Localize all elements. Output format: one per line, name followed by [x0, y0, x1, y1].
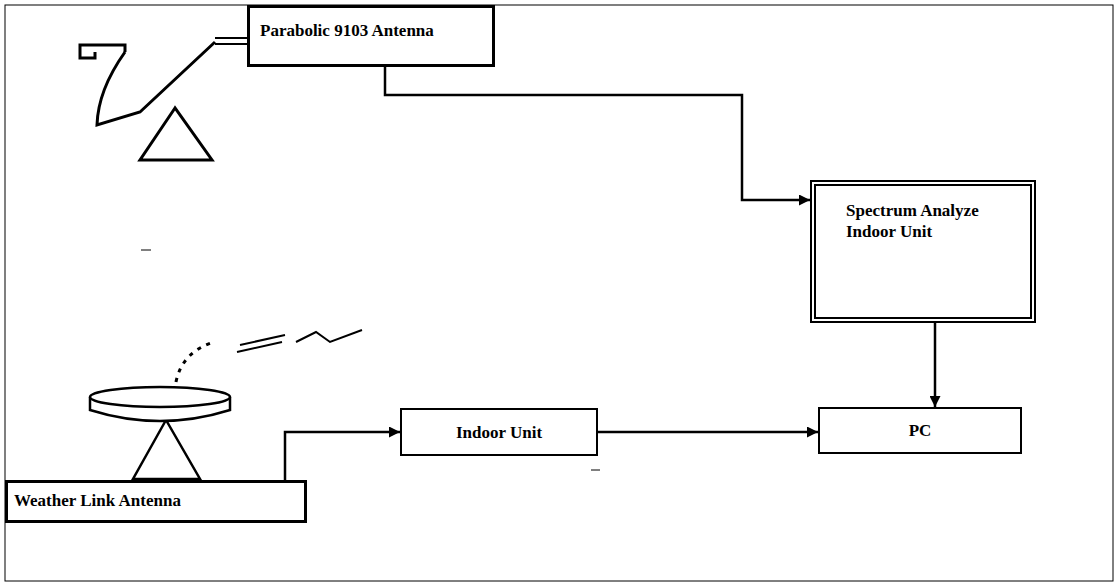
signal-connector [285, 432, 400, 480]
signal-wave [240, 335, 285, 345]
node-label: Indoor Unit [456, 422, 542, 443]
pc-box: PC [818, 407, 1022, 454]
dish-reflector [97, 42, 215, 125]
parabolic-dish [80, 38, 247, 160]
antenna-label-box: Weather Link Antenna [5, 480, 307, 523]
indoor-unit-box: Indoor Unit [400, 408, 598, 456]
antenna-top [90, 387, 230, 407]
node-label: PC [909, 420, 932, 441]
antenna-stand [133, 420, 200, 479]
dish-feed [80, 45, 125, 58]
signal-wave [296, 330, 362, 342]
signal-arc [176, 342, 214, 382]
signal-connector [934, 323, 937, 407]
node-label: Weather Link Antenna [14, 490, 181, 511]
dish-stand [140, 108, 212, 160]
dish-mount [215, 37, 247, 39]
weather-antenna [90, 330, 362, 479]
signal-connector [385, 67, 810, 200]
stray-mark [141, 250, 151, 251]
dish-mount [215, 43, 247, 45]
stray-mark [591, 470, 600, 471]
node-label: Parabolic 9103 Antenna [260, 20, 434, 41]
antenna-box: Parabolic 9103 Antenna [247, 5, 495, 67]
node-label: Spectrum Analyze Indoor Unit [846, 200, 996, 243]
outer-frame [5, 5, 1113, 581]
analyzer-box: Spectrum Analyze Indoor Unit [810, 180, 1036, 323]
signal-connector [598, 431, 818, 434]
